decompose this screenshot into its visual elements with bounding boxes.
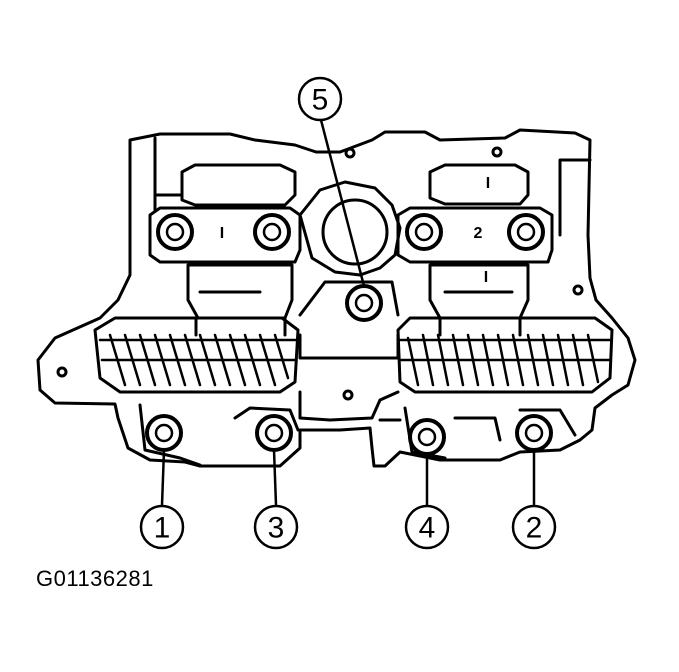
- callout-circle-3: [253, 504, 299, 550]
- bolt-3: [255, 414, 293, 452]
- cam-lobe-mark-right-upper: I: [486, 175, 490, 192]
- cam-cap-mark-right: 2: [474, 225, 483, 242]
- dowel-hole-lower: [342, 389, 354, 401]
- lower-left-bracket: [138, 403, 300, 467]
- leader-lines: [160, 119, 536, 506]
- center-boss: [298, 180, 402, 277]
- cam-lobe-mark-right-lower: I: [484, 269, 488, 286]
- left-gear-teeth: [98, 333, 298, 387]
- callout-circle-1: [139, 504, 185, 550]
- left-cam-gear: [93, 316, 300, 394]
- bolt-2: [515, 414, 553, 452]
- left-journal: [194, 316, 287, 337]
- right-cam-gear: [396, 316, 614, 394]
- left-bearing-cap: [148, 206, 302, 264]
- callout-circle-4: [404, 504, 450, 550]
- callout-label-1: 1: [154, 512, 171, 545]
- right-upper-cam-lobe: [428, 163, 530, 206]
- bolt-1: [145, 414, 183, 452]
- lower-plate: [298, 390, 402, 422]
- callout-label-5: 5: [312, 84, 329, 117]
- left-upper-cam-lobe: [180, 163, 297, 207]
- left-lower-cam-lobe: [186, 263, 294, 320]
- dowel-hole-left: [56, 366, 68, 378]
- callout-label-4: 4: [419, 512, 436, 545]
- upper-frame: [153, 136, 592, 237]
- bolt-right-cap-a: [405, 213, 443, 251]
- figure-id: G01136281: [36, 566, 154, 591]
- dowel-hole-top: [344, 147, 356, 159]
- callout-circle-2: [511, 504, 557, 550]
- bolt-left-cap-b: [253, 213, 291, 251]
- bolt-5: [345, 284, 383, 322]
- center-hole: [321, 198, 389, 266]
- right-lower-cam-lobe: [428, 263, 530, 320]
- bolts: [145, 213, 553, 456]
- callout-label-2: 2: [526, 512, 543, 545]
- dowel-hole-right: [572, 284, 584, 296]
- right-gear-teeth: [398, 333, 612, 387]
- dowel-hole-upper-right: [491, 146, 503, 158]
- callout-circle-5: [297, 76, 343, 122]
- right-journal: [438, 316, 522, 337]
- bolt-right-cap-b: [507, 213, 545, 251]
- bolt-4: [408, 418, 446, 456]
- right-bearing-cap: [396, 206, 554, 264]
- cam-cap-mark-left: I: [220, 225, 224, 242]
- lower-right-bracket: [403, 406, 577, 460]
- callout-label-3: 3: [268, 512, 285, 545]
- bolt-left-cap-a: [156, 213, 194, 251]
